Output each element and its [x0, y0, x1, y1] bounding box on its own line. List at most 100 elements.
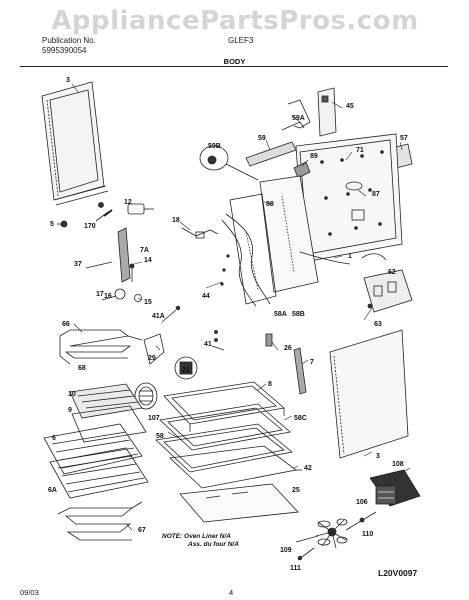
- part-label-107: 107: [148, 415, 160, 422]
- note-line-1: NOTE: Oven Liner N/A: [162, 533, 231, 540]
- part-label-6: 6: [52, 435, 56, 442]
- screw-41A: [161, 305, 181, 323]
- leader-lines: [71, 83, 411, 531]
- probe-29: [143, 333, 165, 365]
- bracket-7: [293, 347, 307, 395]
- part-label-17: 17: [96, 291, 104, 298]
- footer-page-number: 4: [229, 588, 234, 597]
- light-lens-107: [134, 382, 158, 410]
- screws-44: [220, 254, 230, 286]
- oven-rack-6A: [49, 447, 149, 499]
- footer-date: 09/03: [20, 588, 39, 597]
- part-label-110: 110: [362, 531, 373, 538]
- part-label-62: 62: [388, 269, 396, 276]
- part-label-7: 7: [310, 359, 314, 366]
- part-label-111: 111: [290, 565, 301, 572]
- part-label-25: 25: [292, 487, 300, 494]
- side-panel-left: [41, 81, 109, 206]
- fan-blade-106: [315, 518, 348, 549]
- part-label-109: 109: [280, 547, 292, 554]
- part-label-3: 3: [376, 453, 380, 460]
- header-divider: [20, 66, 448, 67]
- side-panel-right: [329, 329, 409, 459]
- oven-liner-58: [155, 423, 293, 473]
- broiler-pan-10: [69, 383, 143, 419]
- part-label-42: 42: [304, 465, 312, 472]
- vent-round-59B: [199, 145, 259, 181]
- sensor-14: [129, 263, 135, 282]
- part-label-10: 10: [68, 391, 76, 398]
- part-label-88: 88: [266, 201, 274, 208]
- pan-insert-9: [71, 405, 147, 443]
- part-label-63: 63: [374, 321, 382, 328]
- drawer-bottom-25: [179, 483, 299, 523]
- switch-12: [127, 203, 154, 215]
- part-label-58: 58: [156, 433, 164, 440]
- screw-5: [57, 202, 113, 228]
- harness-1: [299, 251, 387, 265]
- bracket-7A: [117, 227, 131, 283]
- section-title: BODY: [223, 57, 246, 66]
- part-label-57: 57: [400, 135, 408, 142]
- oven-liner-58C: [159, 403, 291, 451]
- part-label-1: 1: [348, 253, 352, 260]
- bracket-45: [317, 87, 337, 137]
- part-label-66: 66: [62, 321, 70, 328]
- part-label-170: 170: [84, 223, 96, 230]
- bracket-26: [265, 333, 273, 347]
- bracket-89: [293, 161, 311, 179]
- terminal-62: [363, 269, 413, 313]
- part-label-14: 14: [144, 257, 152, 264]
- model-number: GLEF3: [228, 36, 254, 45]
- part-label-7A: 7A: [140, 247, 149, 254]
- part-label-58B: 58B: [292, 311, 305, 318]
- oven-liner-8: [163, 381, 285, 432]
- part-label-108: 108: [392, 461, 404, 468]
- part-label-15: 15: [144, 299, 152, 306]
- part-label-44: 44: [202, 293, 210, 300]
- part-label-5: 5: [50, 221, 54, 228]
- oven-bottom-42: [169, 445, 302, 489]
- wire-37: [85, 261, 113, 269]
- part-label-87: 87: [372, 191, 380, 198]
- note-oven-liner: NOTE: Oven Liner N/A Ass. du four N/A: [162, 533, 239, 549]
- part-label-106: 106: [356, 499, 368, 506]
- note-line-2: Ass. du four N/A: [188, 541, 239, 548]
- part-label-59: 59: [258, 135, 266, 142]
- part-label-41: 41: [204, 341, 212, 348]
- part-label-3: 3: [66, 77, 70, 84]
- part-label-59B: 59B: [208, 143, 221, 150]
- part-label-9: 9: [68, 407, 72, 414]
- oven-rack-6: [43, 423, 143, 475]
- publication-number: 5995390054: [42, 46, 87, 55]
- part-label-26: 26: [284, 345, 292, 352]
- screw-109: [295, 535, 319, 543]
- part-label-41A: 41A: [152, 313, 165, 320]
- screw-110: [345, 511, 377, 531]
- vent-channel-59: [245, 141, 297, 167]
- part-label-18: 18: [172, 217, 180, 224]
- diagram-code: L20V0097: [378, 568, 418, 578]
- part-label-8: 8: [268, 381, 272, 388]
- part-label-68: 68: [78, 365, 86, 372]
- channels-58A-58B: [221, 213, 271, 307]
- light-21: [174, 356, 198, 380]
- wire-18: [181, 227, 219, 239]
- screw-111: [297, 547, 315, 561]
- fan-motor-108: [369, 469, 421, 507]
- part-label-29: 29: [148, 355, 156, 362]
- screw-41: [211, 330, 225, 351]
- part-label-12: 12: [124, 199, 132, 206]
- part-label-6A: 6A: [48, 487, 57, 494]
- publication-label: Publication No.: [42, 36, 96, 45]
- part-label-16: 16: [104, 293, 112, 300]
- part-label-37: 37: [74, 261, 82, 268]
- valve-16: [101, 288, 142, 302]
- bake-element-67: [57, 501, 143, 541]
- broil-element-66: [59, 329, 143, 365]
- frame-88: [229, 175, 319, 305]
- part-label-71: 71: [356, 147, 364, 154]
- part-label-58A: 58A: [274, 311, 287, 318]
